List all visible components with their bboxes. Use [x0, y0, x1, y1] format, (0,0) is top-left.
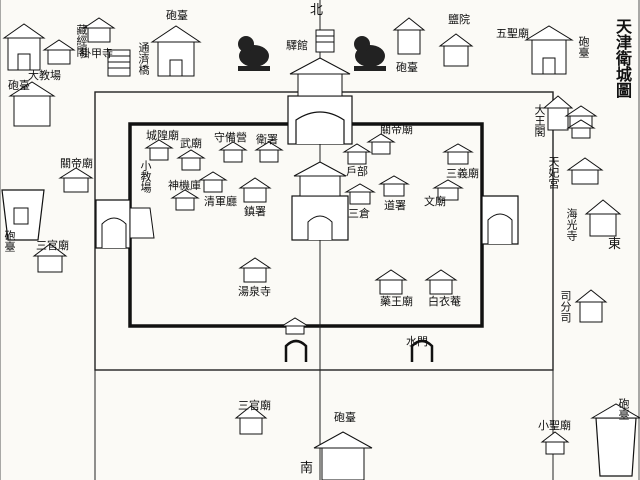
fort-s	[313, 431, 373, 480]
bldg-guajiasi	[82, 17, 116, 43]
bldg-shoubei	[218, 141, 248, 163]
bldg-guandimiao-w	[58, 167, 94, 193]
label-xiao-sheng-miao: 小聖廟	[538, 419, 571, 432]
label-pao-tai-n2: 砲臺	[396, 61, 418, 74]
direction-east: 東	[608, 237, 622, 252]
label-guan-di-miao-w: 關帝廟	[60, 157, 93, 170]
fort-nw	[2, 23, 46, 71]
north-gate	[287, 57, 353, 145]
bldg-taiwangge	[542, 95, 574, 131]
label-shou-bei-ying: 守備營	[214, 131, 247, 144]
fort-n	[150, 25, 202, 77]
bldg-daoshu	[378, 175, 410, 197]
bldg-tianfei	[566, 157, 604, 185]
label-si-fen-si: 司分司	[559, 290, 572, 323]
label-yao-wang-miao: 藥王廟	[380, 295, 413, 308]
label-yan-yun-yuan: 鹽院	[448, 13, 470, 26]
bldg-yiguan	[315, 29, 335, 53]
east-gate	[481, 195, 519, 245]
bldg-sanguanmiao-w	[32, 243, 68, 273]
label-cang-jing-ge: 藏經閣	[75, 24, 88, 57]
label-guan-di-miao-in: 關帝廟	[380, 123, 413, 136]
direction-north: 北	[310, 3, 324, 18]
label-san-cang: 三倉	[348, 207, 370, 220]
bldg-haiguang	[584, 199, 622, 237]
fort-w	[1, 189, 45, 241]
label-dao-shu: 道署	[384, 199, 406, 212]
lion-statue-left	[238, 36, 270, 71]
label-pao-tai-ne: 砲臺	[577, 36, 590, 58]
bldg-tangquan	[238, 257, 272, 283]
west-gate	[95, 199, 155, 249]
label-pao-tai-nw: 砲臺	[8, 79, 30, 92]
bldg-east-pagoda	[564, 105, 598, 139]
label-yi-guan: 驛館	[286, 39, 308, 52]
bldg-wumiao	[176, 149, 206, 171]
label-bai-yi-an: 白衣菴	[428, 295, 461, 308]
lion-statue-right	[354, 36, 386, 71]
bldg-qingjun	[198, 171, 228, 193]
drum-tower	[291, 161, 349, 241]
bldg-zhenshu	[238, 177, 272, 203]
label-pao-tai-w: 砲臺	[3, 230, 16, 252]
bldg-baiyi	[424, 269, 458, 295]
label-san-guan-miao-w: 三官廟	[36, 239, 69, 252]
fort-se	[590, 403, 640, 477]
bldg-tongjiqiao	[107, 49, 131, 77]
label-cheng-huang-miao: 城隍廟	[146, 129, 179, 142]
label-san-guan-miao-s: 三官廟	[238, 399, 271, 412]
label-tang-quan-si: 湯泉寺	[238, 285, 271, 298]
label-qing-jun-ting: 清軍廳	[204, 195, 237, 208]
bldg-shenji	[170, 189, 200, 211]
label-tian-fei-gong: 天妃宮	[547, 156, 560, 189]
label-wu-miao: 武廟	[180, 137, 202, 150]
label-san-yi-miao: 三義廟	[446, 167, 479, 180]
label-hai-guang-si: 海光寺	[565, 208, 578, 241]
bldg-sancang	[344, 183, 376, 205]
bldg-wenmiao	[432, 179, 464, 201]
label-shui-men: 水門	[406, 335, 428, 348]
label-xiao-jiao-chang: 小教場	[139, 160, 152, 193]
direction-south: 南	[300, 461, 314, 476]
bldg-xiaosheng	[540, 431, 570, 455]
fort-ne	[524, 25, 574, 75]
label-hu-bu: 戶部	[346, 165, 368, 178]
bldg-chenghuang	[144, 139, 174, 161]
label-shen-ji-ku: 神機庫	[168, 179, 201, 192]
label-tai-wang-ge: 大王閣	[533, 104, 546, 137]
small-buildings	[8, 17, 622, 455]
water-gate	[284, 339, 434, 362]
label-tong-ji-guan: 通濟橋	[137, 42, 150, 75]
bldg-wushengmiao	[392, 17, 426, 55]
bldg-sanyi	[442, 143, 474, 165]
bldg-sanguanmiao-s	[234, 405, 268, 435]
label-pao-tai-se: 砲臺	[617, 398, 630, 420]
bldg-guandimiao-in	[366, 133, 396, 155]
label-pao-tai-s: 砲臺	[334, 411, 356, 424]
bldg-dajiaochang	[8, 81, 56, 127]
bldg-hubu	[342, 143, 372, 165]
label-da-jiao-chang: 大教場	[28, 69, 61, 82]
bldg-yaowang	[374, 269, 408, 295]
bldg-sifensi	[574, 289, 608, 323]
label-wei-shu: 衛署	[256, 133, 278, 146]
bldg-inner-s	[280, 317, 310, 335]
bldg-weishu	[254, 141, 284, 163]
bldg-cangjingge	[42, 39, 76, 65]
bldg-yanyuan	[438, 33, 474, 67]
label-wen-miao: 文廟	[424, 195, 446, 208]
map-title: 天津衛城圖	[613, 18, 632, 98]
label-wu-sheng-miao: 五聖廟	[496, 27, 529, 40]
label-zhen-shu: 鎮署	[244, 205, 266, 218]
label-gua-jia-si: 掛甲寺	[80, 47, 113, 60]
label-pao-tai-n: 砲臺	[166, 9, 188, 22]
